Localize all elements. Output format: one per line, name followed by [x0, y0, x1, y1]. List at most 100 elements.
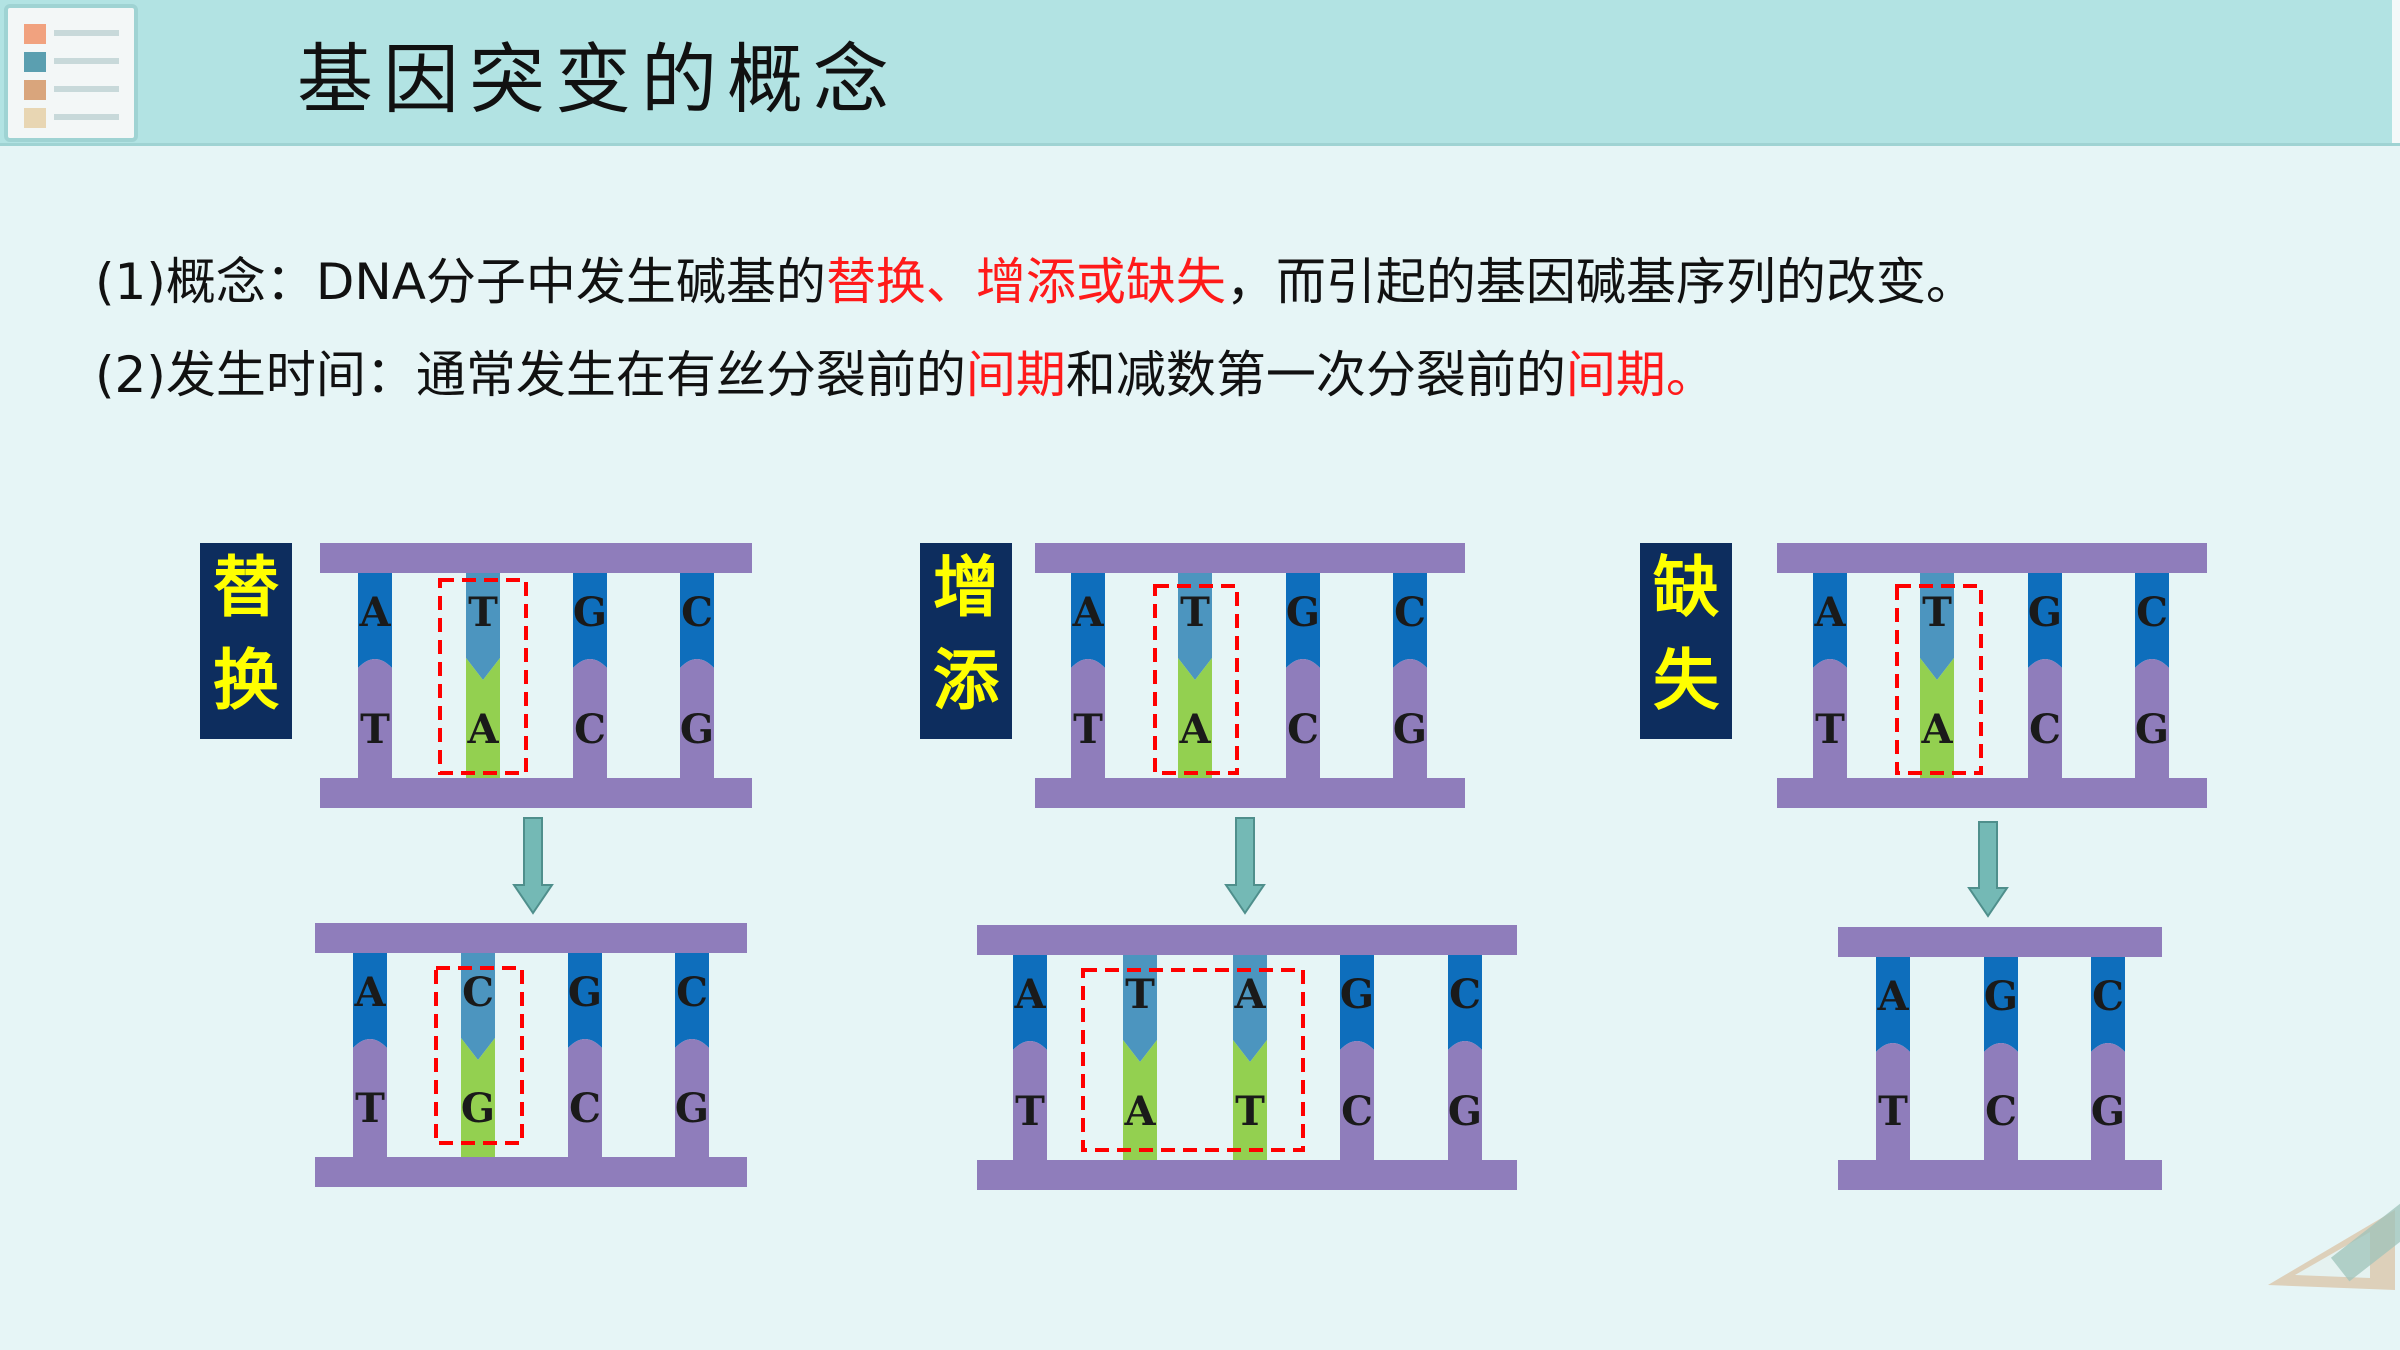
label-char-2: 添 — [933, 641, 999, 719]
base-letter-top: G — [1286, 589, 1320, 636]
base-top — [1876, 957, 1910, 1052]
base-letter-top: A — [1013, 971, 1046, 1018]
base-letter-bottom: C — [1287, 706, 1319, 753]
base-top — [1984, 957, 2018, 1052]
base-letter-top: A — [353, 969, 386, 1016]
base-top — [1813, 573, 1847, 668]
base-top — [680, 573, 714, 668]
base-top — [1178, 573, 1212, 680]
concept-suffix: ，而引起的基因碱基序列的改变。 — [1225, 253, 1976, 311]
concept-definition: (1)概念：DNA分子中发生碱基的替换、增添或缺失，而引起的基因碱基序列的改变。 — [95, 257, 1976, 307]
base-letter-bottom: A — [1920, 706, 1953, 753]
base-letter-top: C — [462, 969, 494, 1016]
base-top — [2135, 573, 2169, 668]
base-bottom — [1448, 1041, 1482, 1160]
after-bottom-backbone — [977, 1160, 1517, 1190]
base-bottom — [1233, 1040, 1267, 1160]
base-bottom — [568, 1039, 602, 1157]
title-bar: 基因突变的概念 — [0, 0, 2400, 146]
time-highlight-2: 间期。 — [1565, 346, 1716, 404]
base-letter-bottom: T — [1815, 706, 1845, 753]
base-letter-bottom: A — [1123, 1088, 1156, 1135]
base-letter-top: G — [568, 969, 602, 1016]
base-bottom — [2028, 659, 2062, 778]
base-bottom — [1178, 658, 1212, 778]
down-arrow-icon — [512, 817, 554, 915]
base-top — [1448, 955, 1482, 1050]
base-top — [568, 953, 602, 1048]
after-top-backbone — [1838, 927, 2162, 957]
base-letter-bottom: G — [2135, 706, 2169, 753]
mutation-type-label — [1640, 543, 1732, 739]
base-bottom — [358, 659, 392, 778]
base-letter-top: T — [1125, 971, 1155, 1018]
base-top — [1071, 573, 1105, 668]
base-top — [1286, 573, 1320, 668]
base-bottom — [1286, 659, 1320, 778]
before-bottom-backbone — [1035, 778, 1465, 808]
time-prefix: (2)发生时间：通常发生在有丝分裂前的 — [95, 346, 966, 404]
mutation-highlight-box — [1153, 584, 1239, 775]
base-letter-bottom: A — [1178, 706, 1211, 753]
page-title: 基因突变的概念 — [297, 35, 899, 124]
base-letter-top: C — [2092, 973, 2124, 1020]
base-letter-bottom: C — [569, 1085, 601, 1132]
base-bottom — [461, 1038, 495, 1157]
base-top — [466, 573, 500, 680]
base-bottom — [1813, 659, 1847, 778]
base-bottom — [1984, 1043, 2018, 1160]
time-highlight-1: 间期 — [965, 346, 1066, 404]
base-bottom — [1340, 1041, 1374, 1160]
label-char-1: 增 — [933, 548, 999, 626]
base-bottom — [680, 659, 714, 778]
base-bottom — [675, 1039, 709, 1157]
base-top — [353, 953, 387, 1048]
base-letter-bottom: C — [1341, 1088, 1373, 1135]
base-letter-top: C — [676, 969, 708, 1016]
base-top — [2028, 573, 2062, 668]
before-bottom-backbone — [1777, 778, 2207, 808]
base-letter-top: C — [1449, 971, 1481, 1018]
base-bottom — [1013, 1041, 1047, 1160]
base-letter-bottom: G — [2091, 1088, 2125, 1135]
ruler-decoration — [2268, 1199, 2400, 1290]
base-letter-top: G — [1340, 971, 1374, 1018]
before-top-backbone — [320, 543, 752, 573]
label-char-2: 失 — [1653, 641, 1720, 719]
base-top — [1233, 955, 1267, 1062]
base-letter-top: A — [1071, 589, 1104, 636]
base-bottom — [1123, 1040, 1157, 1160]
base-letter-top: A — [1233, 971, 1266, 1018]
base-bottom — [1393, 659, 1427, 778]
base-bottom — [466, 658, 500, 778]
base-letter-top: G — [1984, 973, 2018, 1020]
mutation-type-label — [920, 543, 1012, 739]
base-letter-bottom: G — [1393, 706, 1427, 753]
base-bottom — [1876, 1043, 1910, 1160]
base-bottom — [353, 1039, 387, 1157]
base-top — [2091, 957, 2125, 1052]
label-char-1: 缺 — [1653, 548, 1719, 626]
base-top — [675, 953, 709, 1048]
base-letter-top: G — [573, 589, 607, 636]
base-top — [573, 573, 607, 668]
base-letter-bottom: G — [461, 1085, 495, 1132]
base-letter-top: T — [468, 589, 498, 636]
concept-prefix: (1)概念：DNA分子中发生碱基的 — [95, 253, 826, 311]
base-letter-bottom: T — [1878, 1088, 1908, 1135]
base-letter-bottom: G — [1448, 1088, 1482, 1135]
base-letter-top: C — [1394, 589, 1426, 636]
mutation-highlight-box — [1081, 968, 1305, 1152]
base-top — [461, 953, 495, 1060]
base-letter-bottom: T — [1015, 1088, 1045, 1135]
time-middle: 和减数第一次分裂前的 — [1065, 346, 1566, 404]
header-edge — [2392, 0, 2400, 143]
label-char-2: 换 — [213, 641, 279, 719]
down-arrow-icon — [1224, 817, 1266, 915]
occurrence-time: (2)发生时间：通常发生在有丝分裂前的间期和减数第一次分裂前的间期。 — [95, 350, 1716, 400]
base-letter-bottom: G — [675, 1085, 709, 1132]
base-letter-bottom: C — [2029, 706, 2061, 753]
